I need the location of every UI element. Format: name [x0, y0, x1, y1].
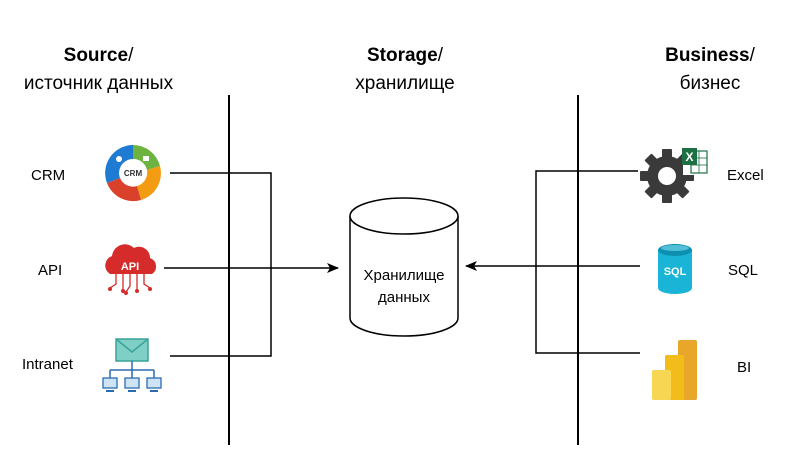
database-cylinder-icon — [349, 197, 459, 337]
source-title-slash: / — [128, 45, 134, 66]
source-label-api: API — [38, 262, 63, 279]
source-label-crm: CRM — [31, 167, 66, 184]
storage-label-line1: Хранилище — [363, 267, 445, 284]
source-column-header: Source/ источник данных — [0, 42, 197, 98]
storage-column-header: Storage/ хранилище — [305, 42, 505, 98]
source-subtitle: источник данных — [23, 73, 174, 94]
source-title: Source — [63, 45, 129, 66]
sql-database-icon: SQL — [658, 244, 692, 294]
business-subtitle: бизнес — [679, 73, 741, 94]
business-column-header: Business/ бизнес — [610, 42, 806, 98]
intranet-network-icon — [102, 338, 162, 392]
excel-gear-icon: X — [640, 148, 708, 203]
excel-icon-text: X — [685, 150, 693, 164]
api-cloud-icon: API — [105, 244, 157, 295]
sql-icon-text: SQL — [664, 266, 687, 278]
business-label-bi: BI — [737, 359, 752, 376]
storage-subtitle: хранилище — [355, 73, 455, 94]
storage-title-slash: / — [437, 45, 444, 66]
business-title: Business — [665, 45, 750, 66]
crm-cycle-icon: CRM — [105, 145, 161, 202]
crm-connector — [170, 172, 272, 357]
business-connectors — [465, 170, 640, 354]
source-connectors — [164, 172, 339, 357]
source-label-intranet: Intranet — [22, 356, 73, 373]
storage-label-line2: данных — [378, 289, 430, 306]
power-bi-icon — [652, 340, 697, 400]
business-label-sql: SQL — [728, 262, 759, 279]
excel-connector — [535, 170, 640, 354]
business-title-slash: / — [749, 45, 755, 66]
storage-title: Storage — [366, 45, 438, 66]
storage-label: Хранилище данных — [350, 265, 458, 309]
business-label-excel: Excel — [727, 167, 764, 184]
crm-icon-text: CRM — [124, 169, 143, 178]
api-icon-text: API — [121, 261, 139, 273]
